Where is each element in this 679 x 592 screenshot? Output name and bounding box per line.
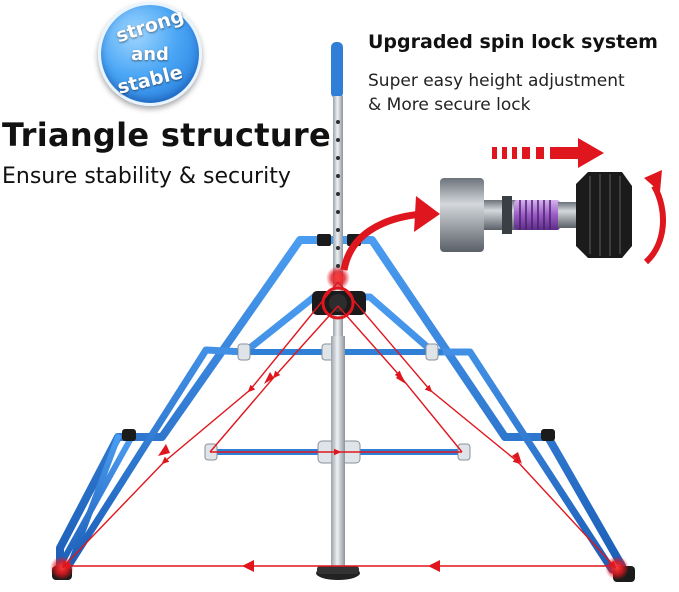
triangle-structure-heading: Triangle structure xyxy=(2,116,331,154)
arrow-heads xyxy=(158,372,522,572)
hub-lock xyxy=(312,266,366,320)
slide-direction-arrow xyxy=(492,138,604,168)
detail-pointer-arrow xyxy=(340,210,423,271)
rotate-arrowhead xyxy=(644,170,662,192)
spin-lock-heading: Upgraded spin lock system xyxy=(368,31,658,53)
spin-lock-detail xyxy=(440,172,632,258)
spin-lock-line-2: & More secure lock xyxy=(368,95,531,115)
spin-lock-line-1: Super easy height adjustment xyxy=(368,71,625,91)
stability-subheading: Ensure stability & security xyxy=(2,164,291,189)
detail-pointer-arrowhead xyxy=(414,196,440,232)
strong-and-stable-badge: strong and stable xyxy=(98,2,202,106)
badge-line-2: and xyxy=(131,44,169,65)
rotate-arrow xyxy=(643,184,666,265)
